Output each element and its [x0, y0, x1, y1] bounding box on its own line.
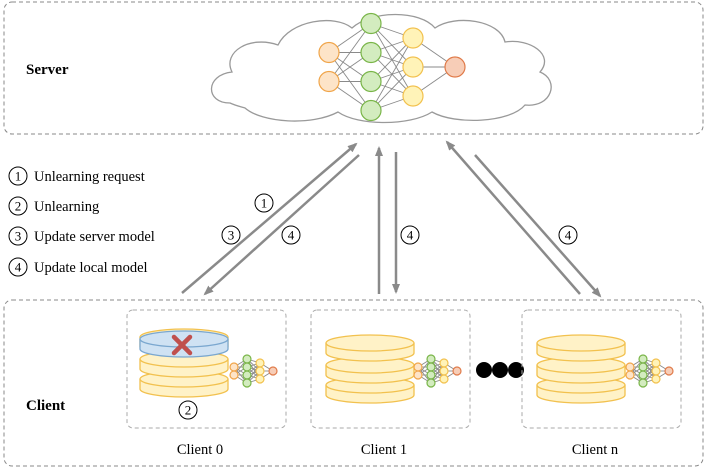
step-4-badge-client-n: 4	[558, 225, 578, 245]
local-neural-network	[625, 354, 674, 388]
step-number: 4	[565, 228, 572, 243]
network-node	[242, 354, 252, 364]
network-node	[242, 362, 252, 372]
network-node	[651, 366, 661, 376]
network-node	[426, 370, 436, 380]
network-node	[229, 370, 239, 380]
network-node	[439, 374, 449, 384]
network-node	[360, 99, 382, 122]
step-number: 4	[288, 228, 295, 243]
network-node	[452, 366, 462, 376]
download-arrow-client-n	[474, 154, 602, 298]
network-node	[242, 370, 252, 380]
network-node	[439, 366, 449, 376]
arrow-step-labels: 1 3 4 4 4	[221, 193, 578, 245]
step-4-badge-client-1: 4	[400, 225, 420, 245]
network-node	[255, 358, 265, 368]
download-arrow-client-0	[203, 154, 360, 296]
client-label: Client n	[572, 442, 619, 458]
network-node	[444, 56, 466, 78]
network-node	[318, 41, 340, 64]
network-node	[426, 354, 436, 364]
network-node	[439, 358, 449, 368]
network-node	[651, 374, 661, 384]
step-4-badge-client-0: 4	[281, 225, 301, 245]
local-dataset	[325, 334, 415, 404]
network-node	[255, 374, 265, 384]
network-node	[402, 56, 424, 78]
upload-arrow-client-n	[445, 140, 581, 295]
communication-arrows	[181, 140, 602, 298]
network-node	[651, 358, 661, 368]
local-neural-network	[413, 354, 462, 388]
client-1: Client 1	[310, 309, 471, 458]
network-node	[426, 362, 436, 372]
network-node	[638, 370, 648, 380]
client-label: Client 0	[177, 442, 223, 458]
client-0: 2 Client 0	[126, 309, 287, 458]
delete-x-icon	[171, 334, 193, 356]
legend-item-3: 3 Update server model	[8, 226, 155, 246]
network-node	[360, 12, 382, 35]
cloud-icon	[211, 13, 552, 124]
step-1-badge: 1	[254, 193, 274, 213]
network-node	[402, 85, 424, 107]
network-node	[402, 27, 424, 49]
network-node	[360, 70, 382, 93]
network-node	[413, 370, 423, 380]
local-dataset	[536, 334, 626, 404]
server-panel: Server	[3, 1, 704, 135]
legend: 1 Unlearning request 2 Unlearning 3 Upda…	[8, 166, 155, 277]
client-n: Client n	[521, 309, 682, 458]
step-number: 2	[185, 403, 192, 418]
network-node	[229, 362, 239, 372]
legend-item-2: 2 Unlearning	[8, 196, 99, 216]
network-node	[413, 362, 423, 372]
network-connection	[328, 23, 372, 82]
step-3-badge: 3	[221, 225, 241, 245]
legend-text: Update local model	[34, 260, 148, 276]
more-clients-ellipsis	[476, 362, 524, 378]
legend-number: 4	[15, 260, 22, 275]
network-connection	[370, 37, 414, 111]
step-number: 4	[407, 228, 414, 243]
network-node	[426, 378, 436, 388]
legend-text: Unlearning request	[34, 169, 145, 185]
legend-item-1: 1 Unlearning request	[8, 166, 145, 186]
network-node	[242, 378, 252, 388]
legend-item-4: 4 Update local model	[8, 257, 148, 277]
step-number: 1	[261, 196, 268, 211]
network-node	[318, 70, 340, 93]
legend-number: 1	[15, 169, 22, 184]
client-panel: Client 2 Client 0 Client	[3, 299, 704, 467]
network-node	[664, 366, 674, 376]
network-node	[638, 378, 648, 388]
network-node	[638, 354, 648, 364]
network-node	[625, 370, 635, 380]
client-label: Client 1	[361, 442, 407, 458]
legend-text: Update server model	[34, 229, 155, 245]
upload-arrow-client-0	[181, 142, 358, 294]
network-node	[638, 362, 648, 372]
network-node	[360, 41, 382, 64]
step-2-badge: 2	[178, 400, 198, 420]
legend-number: 2	[15, 199, 22, 214]
step-number: 3	[228, 228, 235, 243]
network-node	[625, 362, 635, 372]
network-node	[268, 366, 278, 376]
server-label: Server	[26, 62, 69, 78]
server-neural-network	[318, 12, 466, 122]
local-neural-network	[229, 354, 278, 388]
legend-text: Unlearning	[34, 199, 99, 215]
network-node	[255, 366, 265, 376]
client-panel-label: Client	[26, 398, 65, 414]
legend-number: 3	[15, 229, 22, 244]
